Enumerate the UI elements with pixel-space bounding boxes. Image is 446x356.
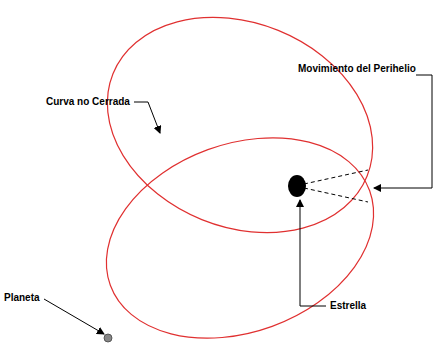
planet-symbol bbox=[104, 334, 112, 342]
callout-label: Movimiento del Perihelio bbox=[298, 63, 416, 75]
orbit-curve bbox=[75, 0, 405, 271]
leader-line bbox=[374, 75, 432, 188]
orbit-curve bbox=[78, 102, 402, 356]
leader-line bbox=[44, 299, 104, 334]
leader-line bbox=[134, 102, 160, 133]
leader-line bbox=[300, 200, 326, 306]
callout-label: Planeta bbox=[4, 292, 40, 304]
callout-label: Estrella bbox=[330, 300, 366, 312]
perihelion-line bbox=[304, 170, 368, 184]
star-symbol bbox=[288, 175, 306, 197]
perihelion-line bbox=[304, 188, 368, 202]
callout-label: Curva no Cerrada bbox=[46, 96, 130, 108]
